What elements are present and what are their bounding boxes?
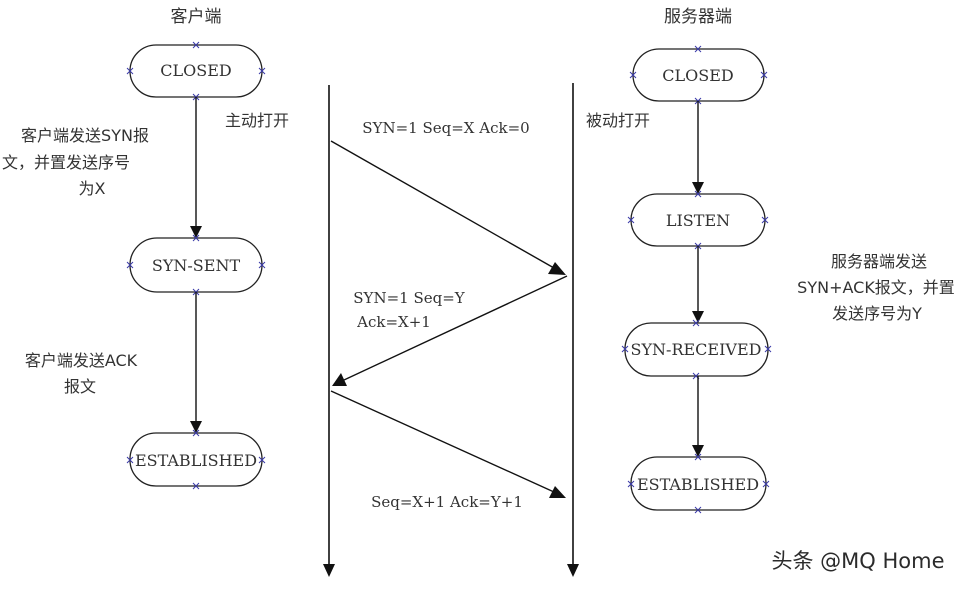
server-state-established: ESTABLISHED [627,453,770,514]
selection-handle-icon [627,453,770,514]
client-state-established: ESTABLISHED [126,429,266,490]
client-syn-note-line1: 客户端发送SYN报 [21,126,149,145]
server-timeline [567,83,579,577]
server-arrow-closed-to-listen [692,101,704,194]
message-synack-label-line1: SYN=1 Seq=Y [353,289,466,307]
client-arrow-synsent-to-established [190,292,202,433]
message-ack-label: Seq=X+1 Ack=Y+1 [371,493,523,511]
client-ack-note-line2: 报文 [64,377,96,396]
watermark: 头条 @MQ Home [771,549,944,573]
server-synack-note-line3: 发送序号为Y [832,304,922,323]
client-state-syn-sent-label: SYN-SENT [152,256,241,275]
message-synack-arrow [332,275,568,386]
passive-open-label: 被动打开 [586,111,650,130]
client-state-syn-sent: SYN-SENT [126,234,266,296]
server-arrow-synreceived-to-established [692,376,704,457]
client-syn-note: 客户端发送SYN报 文，并置发送序号 为X [2,126,149,198]
client-state-established-label: ESTABLISHED [135,451,257,470]
client-syn-note-line3: 为X [79,179,106,198]
client-arrow-closed-to-synsent [190,97,202,238]
server-state-closed-label: CLOSED [662,66,733,85]
message-synack-label-line2: Ack=X+1 [356,313,431,331]
selection-handle-icon [126,429,266,490]
server-synack-note-line2: SYN+ACK报文，并置 [797,278,955,297]
server-state-syn-received: SYN-RECEIVED [621,319,772,380]
server-state-listen-label: LISTEN [666,211,730,230]
server-title: 服务器端 [664,7,732,27]
server-state-closed: CLOSED [629,45,768,105]
client-ack-note-line1: 客户端发送ACK [25,351,138,370]
client-state-closed: CLOSED [126,41,266,101]
selection-handle-icon [621,319,772,380]
client-title: 客户端 [171,7,222,27]
client-syn-note-line2: 文，并置发送序号 [2,153,130,172]
active-open-label: 主动打开 [225,111,289,130]
server-state-listen: LISTEN [627,190,769,250]
server-synack-note-line1: 服务器端发送 [831,252,927,271]
server-state-established-label: ESTABLISHED [637,475,759,494]
server-synack-note: 服务器端发送 SYN+ACK报文，并置 发送序号为Y [797,252,955,323]
client-timeline [323,85,335,577]
message-syn-label: SYN=1 Seq=X Ack=0 [362,119,529,137]
server-state-syn-received-label: SYN-RECEIVED [631,340,762,359]
client-state-closed-label: CLOSED [160,61,231,80]
client-ack-note: 客户端发送ACK 报文 [25,351,138,396]
server-arrow-listen-to-synreceived [692,246,704,323]
message-syn-arrow [330,140,566,275]
message-ack-arrow [330,390,566,498]
